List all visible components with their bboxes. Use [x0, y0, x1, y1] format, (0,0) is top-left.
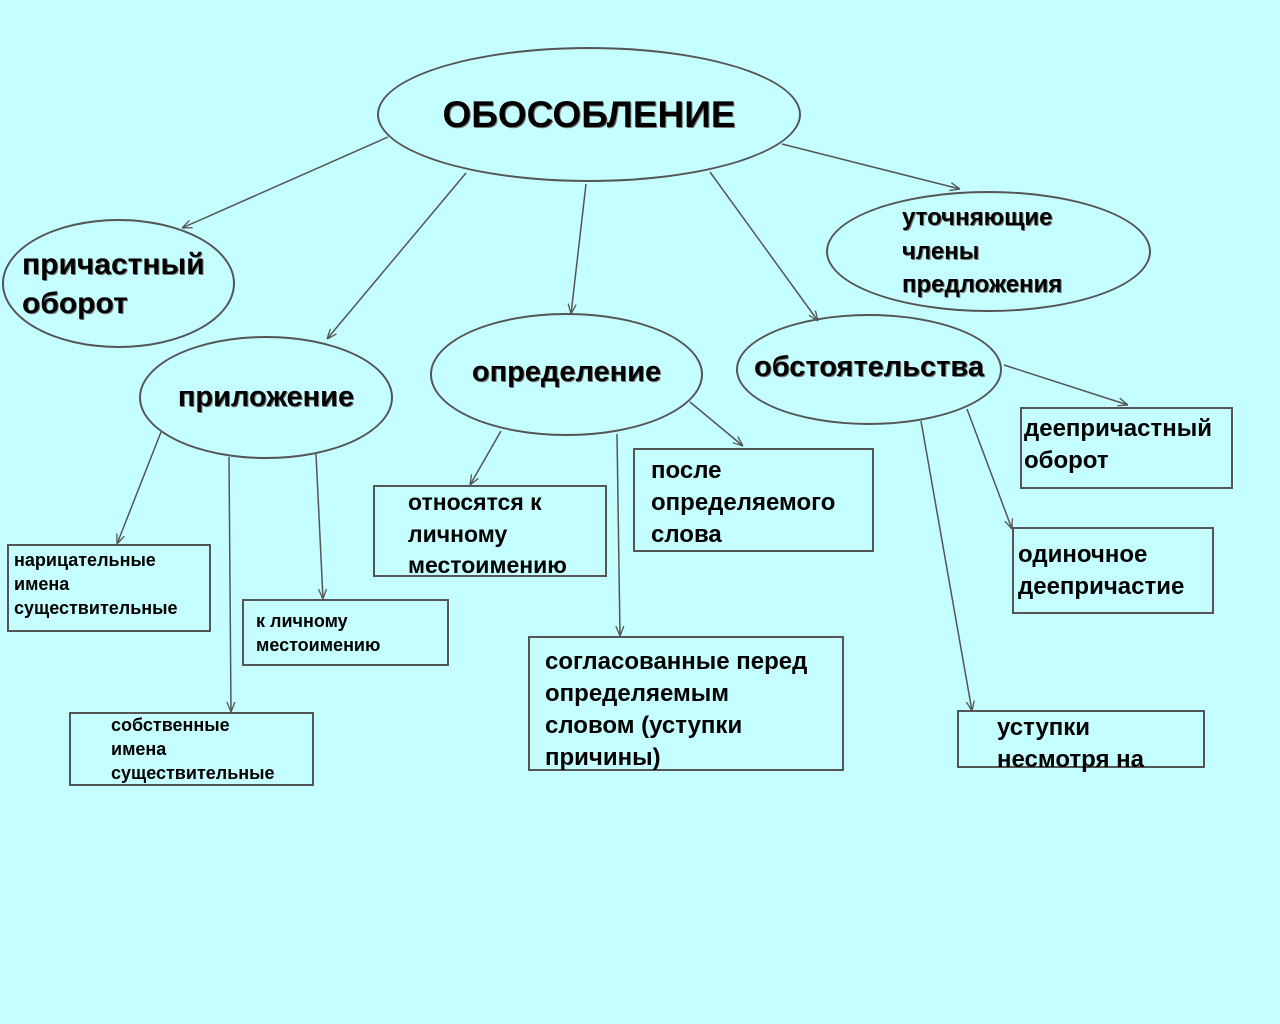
arrow-root-adverbial [709, 171, 818, 321]
arrow-root-clarifying [781, 143, 960, 189]
arrow-apposition-proper [229, 456, 231, 712]
category-participle-label: причастный оборот [22, 247, 205, 320]
leaf-refer-to-pronoun: относятся к личному местоимению [373, 485, 607, 578]
arrow-apposition-pronoun [315, 453, 323, 599]
arrow-attribute-after [689, 401, 743, 446]
category-adverbial: обстоятельства [736, 314, 1002, 425]
category-attribute: определение [430, 313, 703, 436]
arrow-root-apposition [327, 172, 467, 339]
arrow-attribute-agreed [617, 433, 620, 636]
leaf-concession-despite: уступки несмотря на [957, 710, 1205, 773]
category-attribute-label: определение [471, 356, 662, 388]
arrow-root-attribute [571, 183, 587, 314]
arrow-root-participle [182, 136, 389, 228]
category-apposition: приложение [139, 336, 393, 459]
arrow-attribute-refer [470, 430, 502, 485]
leaf-to-personal-pronoun: к личному местоимению [242, 599, 449, 666]
leaf-proper-nouns: собственные имена существительные [69, 712, 314, 786]
category-participle-phrase: причастный оборот [2, 219, 235, 348]
root-label: ОБОСОБЛЕНИЕ [442, 93, 736, 135]
root-node-obosoblenie: ОБОСОБЛЕНИЕ [377, 47, 801, 182]
category-clarifying-label: уточняющие члены предложения [902, 204, 1063, 299]
leaf-single-gerund: одиночное деепричастие [1012, 527, 1214, 614]
category-adverbial-label: обстоятельства [754, 351, 984, 383]
category-apposition-label: приложение [177, 381, 355, 413]
leaf-gerund-phrase: деепричастный оборот [1020, 407, 1233, 489]
arrow-adverbial-single [966, 408, 1012, 529]
leaf-common-nouns: нарицательные имена существительные [7, 544, 211, 632]
leaf-agreed-before-word: согласованные перед определяемым словом … [528, 636, 844, 771]
arrow-adverbial-concession [920, 420, 972, 711]
arrow-apposition-common [117, 431, 162, 544]
leaf-after-defined-word: после определяемого слова [633, 448, 874, 552]
arrow-adverbial-gerund [1003, 364, 1128, 405]
category-clarifying-members: уточняющие члены предложения [826, 191, 1151, 312]
